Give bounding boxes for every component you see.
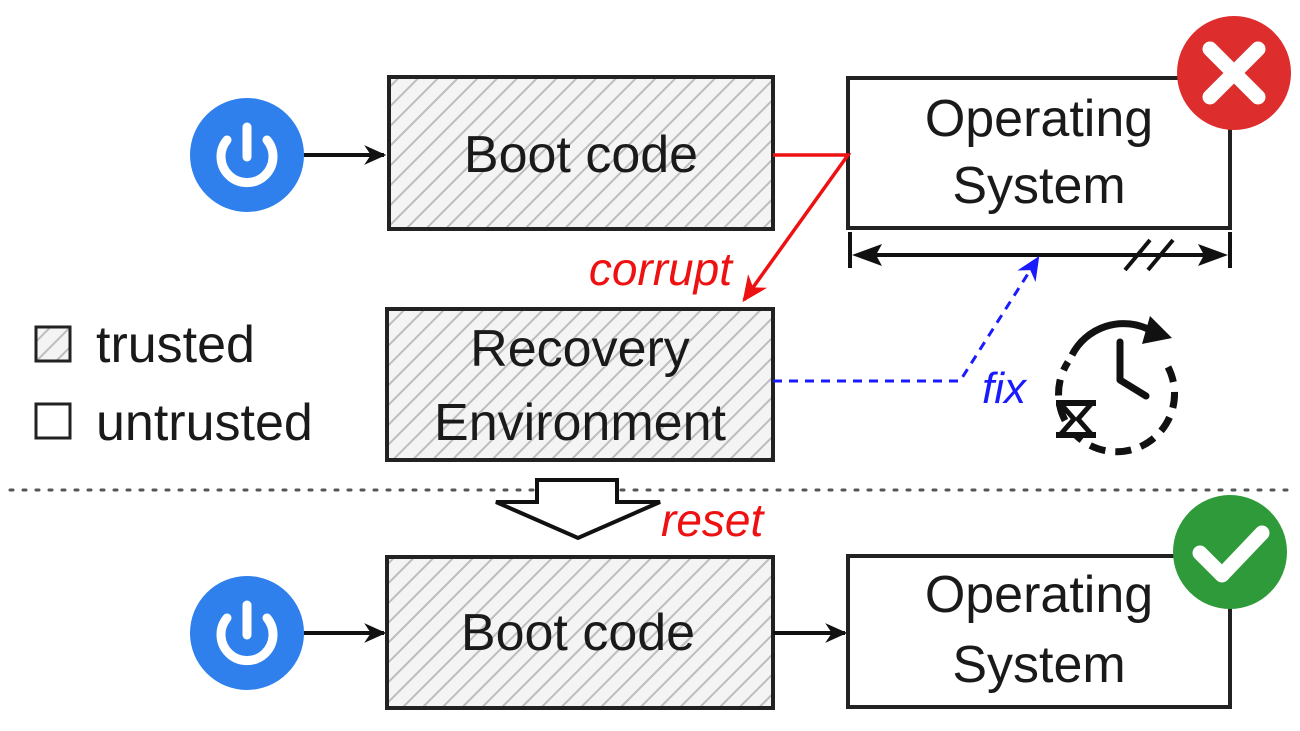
os-box-bottom: Operating System: [846, 554, 1232, 709]
reset-down-arrow: [495, 478, 661, 541]
recovery-label-line1: Recovery: [470, 320, 690, 378]
os-label-line2-top: System: [952, 157, 1125, 215]
os-box-top: Operating System: [846, 76, 1232, 230]
legend-trusted-swatch: [34, 325, 72, 363]
recovery-environment-box: Recovery Environment: [385, 307, 775, 462]
os-timeline-bar: [848, 232, 1232, 272]
time-restore-icon: [1055, 316, 1178, 456]
fix-label: fix: [982, 364, 1028, 413]
recovery-label-line2: Environment: [434, 394, 726, 452]
error-x-icon: [1177, 16, 1291, 130]
os-label-line2-bottom: System: [952, 636, 1125, 694]
boot-code-label-bottom: Boot code: [461, 604, 695, 662]
legend: trusted untrusted: [34, 316, 313, 452]
boot-code-box-top: Boot code: [387, 75, 775, 231]
boot-code-box-bottom: Boot code: [385, 555, 775, 710]
fix-arrow: [773, 255, 1040, 383]
success-check-icon: [1173, 495, 1287, 609]
os-label-line1-bottom: Operating: [925, 566, 1153, 624]
reset-label: reset: [661, 494, 765, 546]
legend-trusted-label: trusted: [96, 316, 255, 374]
power-icon-bottom: [190, 576, 304, 690]
os-label-line1-top: Operating: [925, 90, 1153, 148]
legend-untrusted-label: untrusted: [96, 394, 313, 452]
power-icon-top: [190, 98, 304, 212]
legend-untrusted-swatch: [34, 402, 72, 440]
boot-code-label-top: Boot code: [464, 126, 698, 184]
corrupt-arrow: [742, 153, 852, 303]
corrupt-label: corrupt: [589, 243, 734, 295]
